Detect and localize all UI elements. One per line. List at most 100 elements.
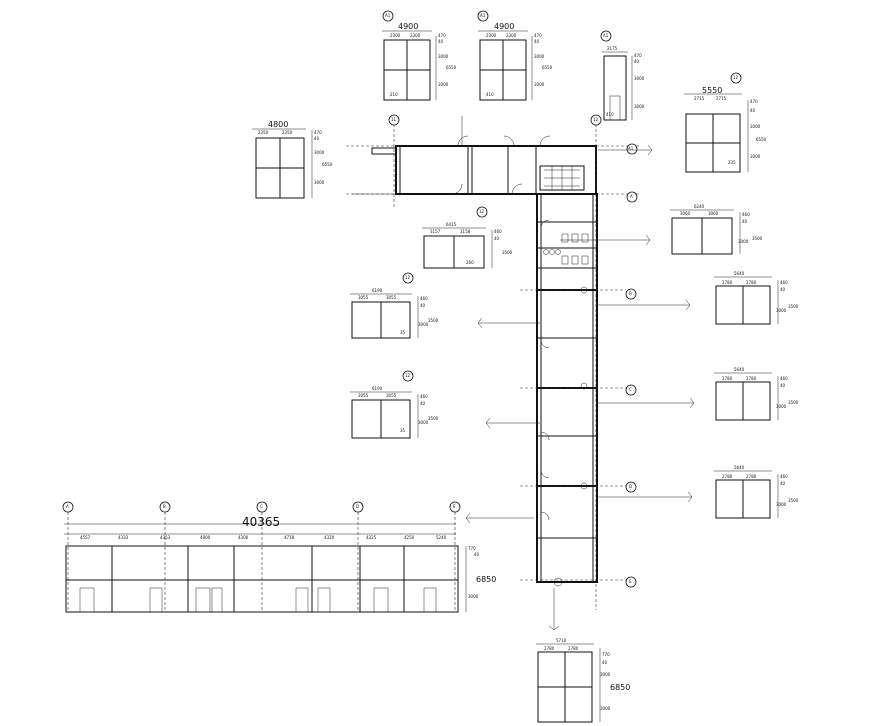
svg-text:40: 40: [534, 39, 540, 44]
svg-text:6550: 6550: [542, 65, 553, 70]
svg-text:35: 35: [400, 330, 406, 335]
svg-text:C: C: [260, 504, 263, 509]
svg-text:A1: A1: [385, 13, 391, 18]
svg-text:470: 470: [634, 53, 642, 58]
svg-text:3000: 3000: [534, 82, 545, 87]
svg-text:6550: 6550: [446, 65, 457, 70]
svg-text:3055: 3055: [358, 295, 369, 300]
svg-text:470: 470: [438, 33, 446, 38]
svg-text:E: E: [453, 504, 456, 509]
svg-text:3000: 3000: [750, 124, 761, 129]
svg-text:460: 460: [420, 296, 428, 301]
svg-text:3157: 3157: [430, 229, 441, 234]
svg-text:3000: 3000: [438, 82, 449, 87]
svg-text:40365: 40365: [242, 515, 280, 529]
svg-text:2780: 2780: [722, 376, 733, 381]
svg-text:4325: 4325: [366, 535, 377, 540]
svg-text:2715: 2715: [694, 96, 705, 101]
svg-text:B: B: [163, 504, 166, 509]
svg-text:4800: 4800: [200, 535, 211, 540]
svg-text:3000: 3000: [468, 594, 479, 599]
svg-text:6190: 6190: [372, 288, 383, 293]
svg-text:D: D: [356, 504, 359, 509]
svg-text:12: 12: [405, 275, 411, 280]
svg-text:A1: A1: [603, 33, 609, 38]
svg-text:410: 410: [486, 92, 494, 97]
svg-text:4800: 4800: [268, 120, 288, 129]
svg-text:6550: 6550: [756, 137, 767, 142]
svg-text:3000: 3000: [600, 672, 611, 677]
svg-text:3000: 3000: [776, 404, 787, 409]
elevation-12: 5640 2780 2780 460 40 3000 3500: [714, 465, 799, 519]
svg-text:2780: 2780: [722, 280, 733, 285]
svg-text:40: 40: [474, 552, 480, 557]
svg-text:5640: 5640: [734, 465, 745, 470]
svg-text:12: 12: [593, 117, 599, 122]
svg-text:A: A: [66, 504, 69, 509]
svg-text:40: 40: [494, 236, 500, 241]
svg-text:40: 40: [420, 401, 426, 406]
svg-text:C: C: [629, 387, 632, 392]
svg-text:2300: 2300: [486, 33, 497, 38]
svg-text:4900: 4900: [398, 22, 418, 31]
svg-text:3000: 3000: [738, 239, 749, 244]
elevation-8: 12 6190 3055 3055 460 40 3000 3500 35: [350, 272, 439, 339]
svg-text:4900: 4900: [494, 22, 514, 31]
svg-text:2300: 2300: [390, 33, 401, 38]
svg-text:410: 410: [606, 112, 614, 117]
svg-text:470: 470: [314, 130, 322, 135]
svg-text:460: 460: [780, 474, 788, 479]
svg-text:12: 12: [405, 373, 411, 378]
elevation-10: 12 6190 3055 3055 460 40 3000 3500 35: [350, 370, 439, 439]
svg-text:460: 460: [494, 229, 502, 234]
svg-text:5710: 5710: [556, 638, 567, 643]
svg-text:2300: 2300: [410, 33, 421, 38]
elevation-11: 5640 2780 2780 460 40 3000 3500: [714, 367, 799, 421]
svg-text:2780: 2780: [722, 474, 733, 479]
svg-text:4333: 4333: [118, 535, 129, 540]
svg-text:460: 460: [742, 212, 750, 217]
svg-text:3000: 3000: [534, 54, 545, 59]
svg-text:4718: 4718: [284, 535, 295, 540]
svg-text:770: 770: [468, 546, 476, 551]
svg-text:460: 460: [780, 376, 788, 381]
svg-text:3000: 3000: [776, 308, 787, 313]
svg-text:260: 260: [466, 260, 474, 265]
svg-text:11: 11: [391, 117, 397, 122]
svg-text:2715: 2715: [716, 96, 727, 101]
svg-text:470: 470: [750, 99, 758, 104]
svg-text:2780: 2780: [746, 474, 757, 479]
elevation-1: A1 4900 2300 2300 470 40 3000 6550 3000 …: [382, 10, 457, 101]
floor-plan: [346, 124, 640, 610]
section-arrows: [352, 116, 695, 631]
elevation-3: A1 2175 470 40 3000 3000 410: [600, 30, 645, 121]
svg-text:3000: 3000: [634, 76, 645, 81]
svg-text:3000: 3000: [776, 502, 787, 507]
svg-text:3060: 3060: [680, 211, 691, 216]
svg-text:40: 40: [750, 108, 756, 113]
svg-text:3500: 3500: [428, 416, 439, 421]
svg-text:A: A: [630, 194, 633, 199]
svg-text:3500: 3500: [752, 236, 763, 241]
svg-text:35: 35: [400, 428, 406, 433]
svg-text:2780: 2780: [746, 376, 757, 381]
svg-text:D: D: [629, 484, 632, 489]
svg-text:5640: 5640: [734, 367, 745, 372]
svg-text:3055: 3055: [386, 393, 397, 398]
svg-text:4557: 4557: [80, 535, 91, 540]
svg-text:3500: 3500: [788, 498, 799, 503]
svg-text:6190: 6190: [372, 386, 383, 391]
elevation-13: 5710 2780 2780 770 40 3000 6850 3000: [536, 638, 630, 723]
svg-text:B: B: [629, 291, 632, 296]
svg-text:3060: 3060: [708, 211, 719, 216]
svg-text:460: 460: [780, 280, 788, 285]
svg-text:40: 40: [780, 383, 786, 388]
svg-text:6550: 6550: [322, 162, 333, 167]
svg-text:E: E: [629, 579, 632, 584]
svg-text:3500: 3500: [788, 400, 799, 405]
svg-text:3055: 3055: [386, 295, 397, 300]
grid-bubbles: 11 12 A1 A B C D E: [388, 114, 638, 588]
svg-text:40: 40: [438, 39, 444, 44]
svg-text:2350: 2350: [258, 130, 269, 135]
